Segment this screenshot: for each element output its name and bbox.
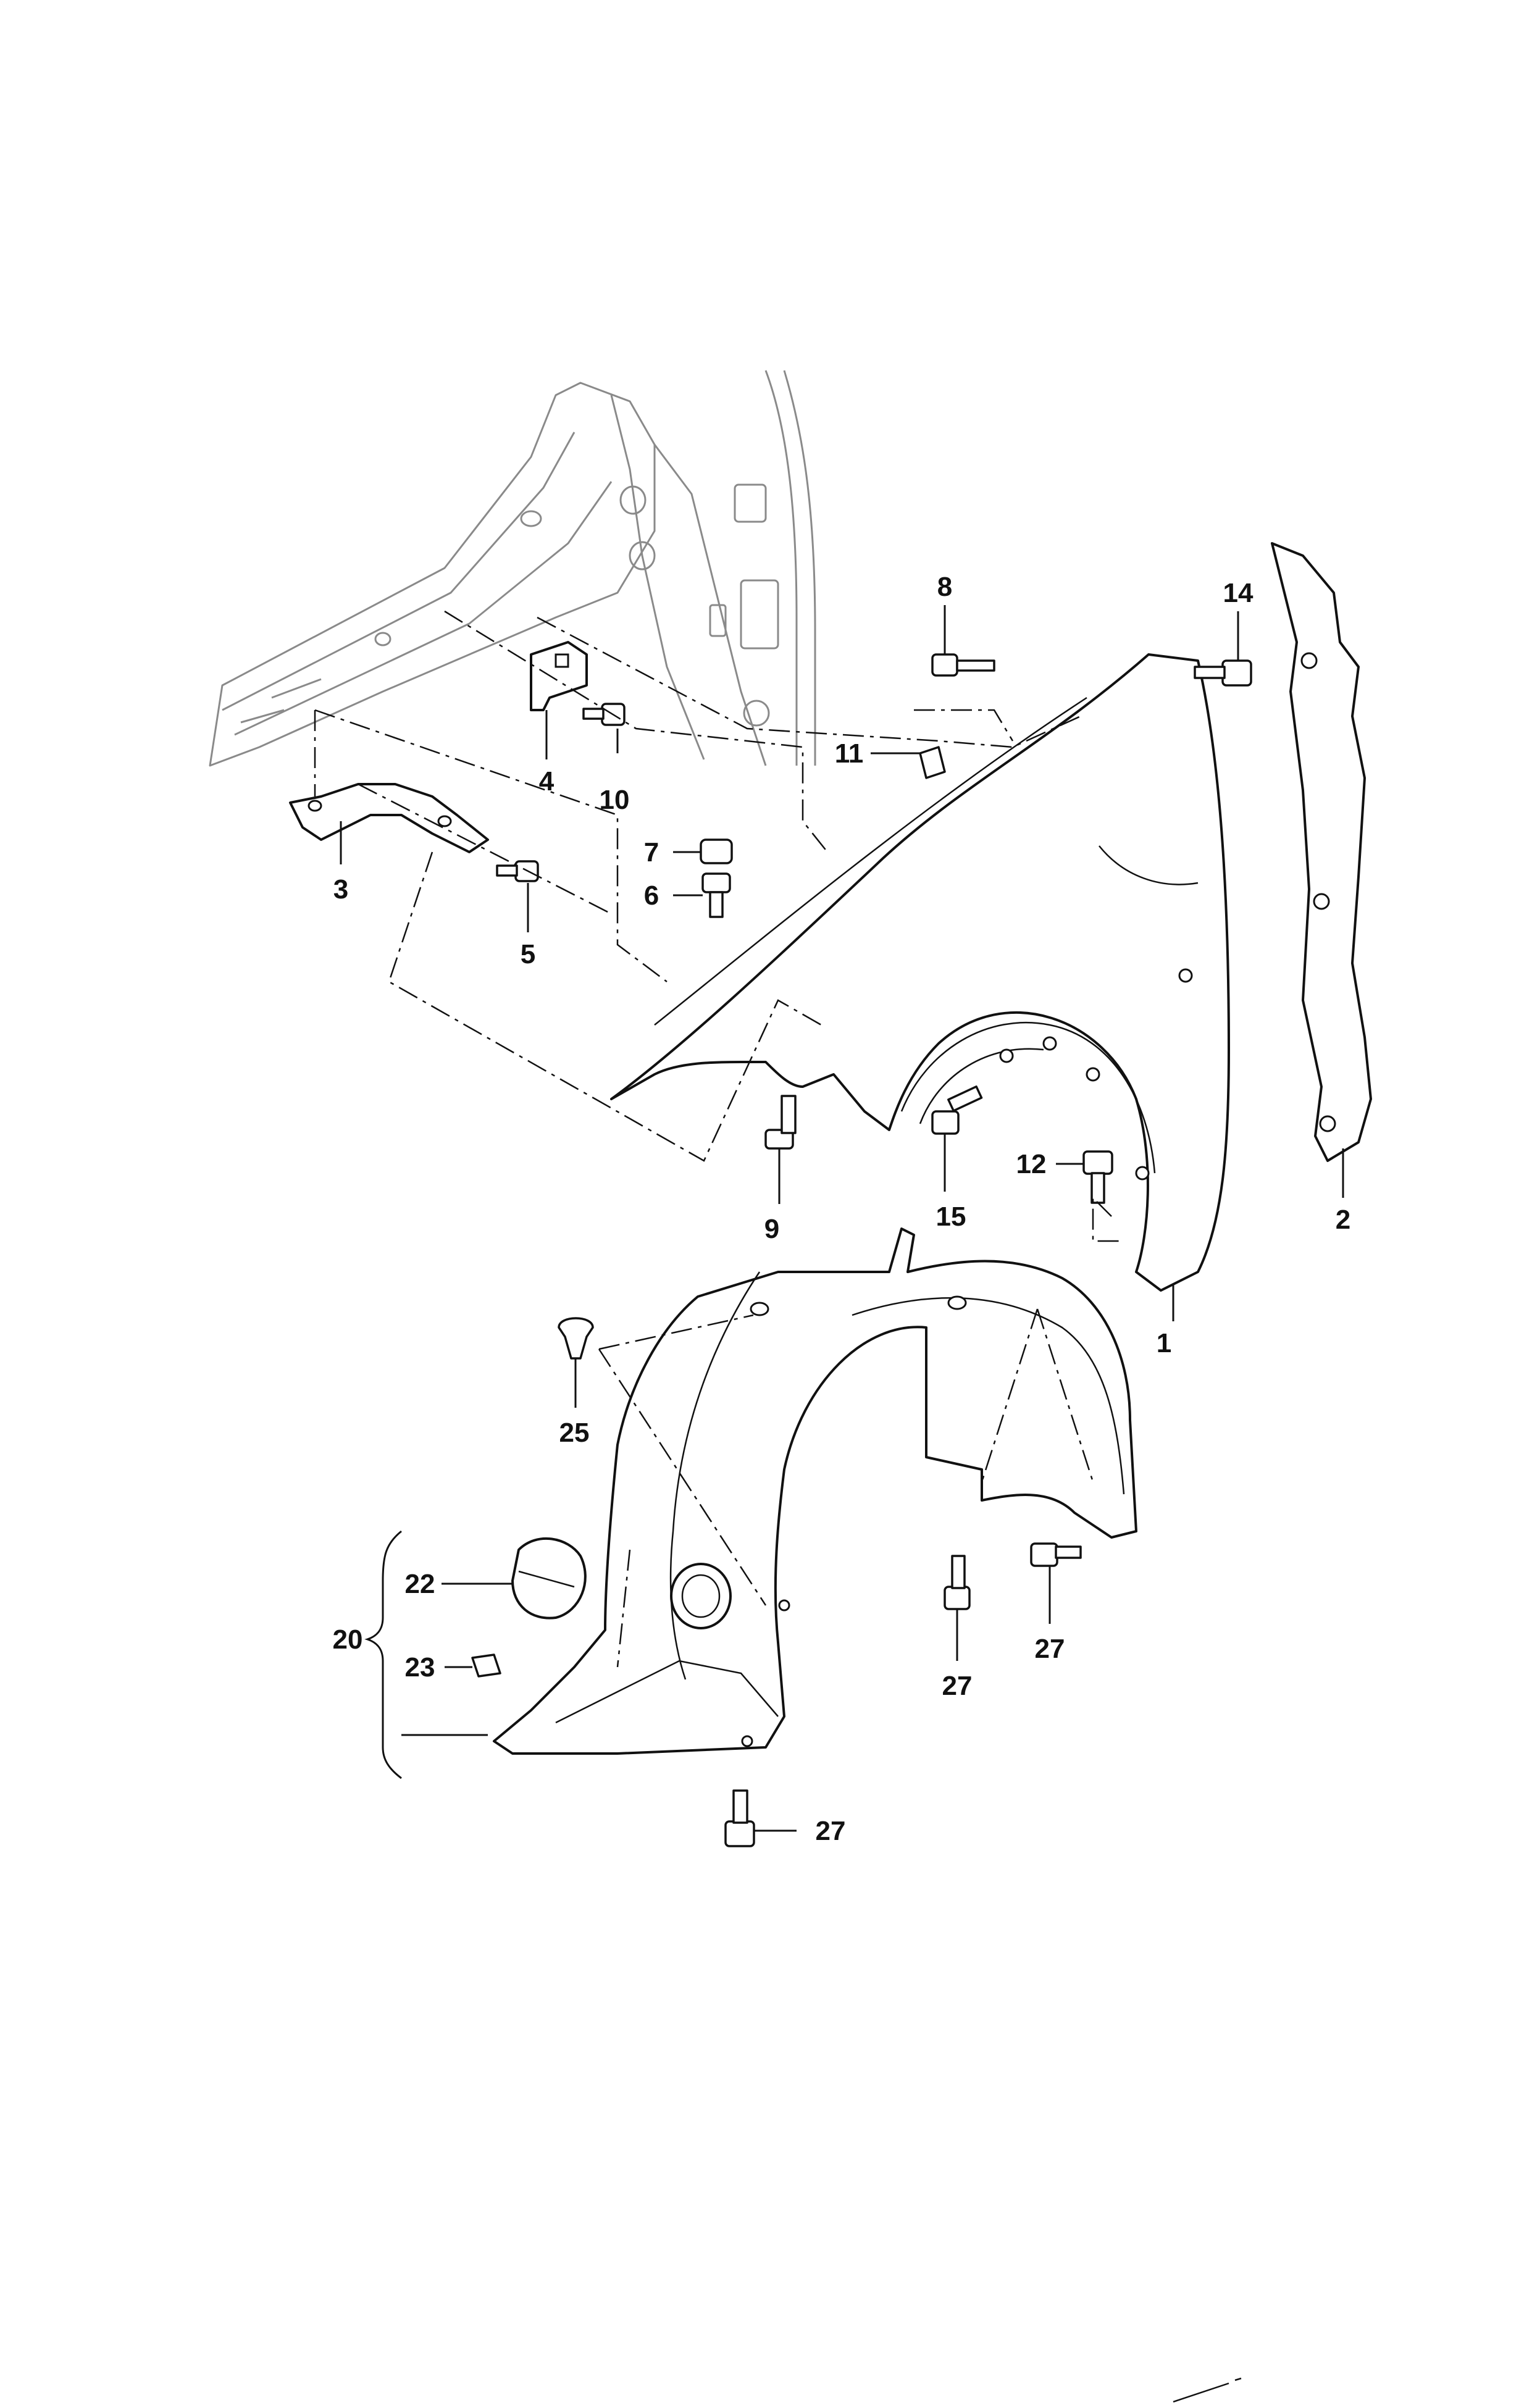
callout-2: 2 [1336, 1205, 1350, 1235]
callout-4: 4 [539, 766, 555, 796]
bolt-14 [1194, 659, 1252, 687]
fender-side-seal [1271, 542, 1372, 1162]
screw-27-a [944, 1555, 971, 1610]
callout-6: 6 [644, 880, 659, 911]
bolt-5 [496, 860, 539, 882]
callout-5: 5 [521, 939, 535, 969]
callout-22: 22 [405, 1569, 435, 1599]
screw-27-c [724, 1789, 755, 1847]
liner-clip [471, 1653, 501, 1678]
callout-10: 10 [600, 785, 630, 815]
assembly-lines [314, 610, 1124, 1668]
callout-12: 12 [1016, 1149, 1047, 1179]
callout-27-a: 27 [942, 1671, 973, 1701]
clip-11 [919, 746, 946, 779]
callout-27-b: 27 [1035, 1634, 1065, 1664]
bolt-6 [701, 872, 731, 918]
body-structure-ghost [209, 370, 816, 767]
callout-8: 8 [937, 572, 952, 602]
callout-11: 11 [835, 738, 864, 769]
upper-bracket [530, 641, 588, 711]
front-bracket [289, 783, 489, 853]
push-rivet-25 [558, 1317, 594, 1360]
callout-7: 7 [644, 837, 659, 867]
screw-27-b [1030, 1542, 1082, 1567]
stud-9 [764, 1095, 797, 1150]
bolt-12 [1082, 1150, 1113, 1204]
callout-14: 14 [1223, 578, 1254, 608]
wheel-arch-liner [493, 1227, 1137, 1755]
nut-7 [700, 838, 733, 864]
callout-9: 9 [764, 1214, 779, 1244]
callout-1: 1 [1157, 1328, 1171, 1358]
callout-15: 15 [936, 1202, 966, 1232]
callout-23: 23 [405, 1652, 435, 1683]
leader-lines [340, 605, 1344, 1832]
access-cover [511, 1537, 587, 1620]
callout-labels: 1 2 3 4 5 6 7 8 9 10 11 12 14 15 20 22 2… [333, 572, 1351, 1846]
bolt-10 [582, 703, 626, 726]
callout-3: 3 [333, 874, 348, 905]
callout-25: 25 [559, 1418, 590, 1448]
callout-20: 20 [333, 1624, 363, 1655]
callout-27-c: 27 [816, 1816, 846, 1846]
front-fender [610, 653, 1230, 1292]
corner-mark [1173, 2377, 1242, 2403]
bolt-8 [931, 653, 995, 677]
bolt-15 [931, 1085, 983, 1135]
